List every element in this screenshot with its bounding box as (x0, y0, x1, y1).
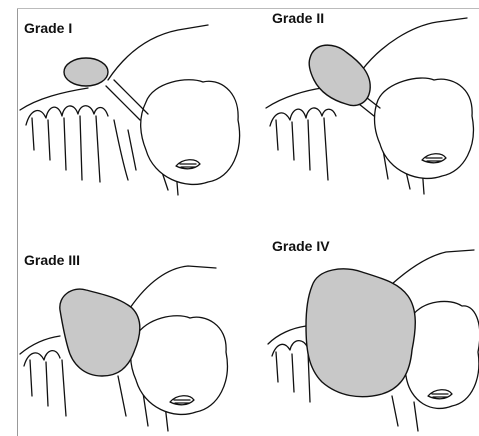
contour-line (362, 18, 467, 70)
mass-grade-4 (306, 269, 415, 397)
panel-grade-3: Grade III (18, 226, 248, 436)
base-contour (266, 88, 322, 108)
grade-label: Grade I (24, 20, 72, 36)
contour-line (130, 266, 216, 308)
mass-grade-3 (60, 289, 140, 376)
illustration-grade-1 (18, 10, 248, 220)
illustration-grade-4 (262, 226, 479, 436)
grade-label: Grade II (272, 10, 324, 26)
panel-grade-4: Grade IV (262, 226, 479, 436)
panel-grade-1: Grade I (18, 10, 248, 220)
contour-line (392, 250, 474, 284)
panel-grade-2: Grade II (262, 4, 479, 214)
grade-label: Grade IV (272, 238, 330, 254)
grade-label: Grade III (24, 252, 80, 268)
mass-grade-1 (64, 58, 108, 86)
illustration-grade-2 (262, 4, 479, 214)
gland-outline (375, 78, 474, 178)
contour-line (108, 25, 208, 80)
mass-grade-2 (309, 45, 370, 105)
